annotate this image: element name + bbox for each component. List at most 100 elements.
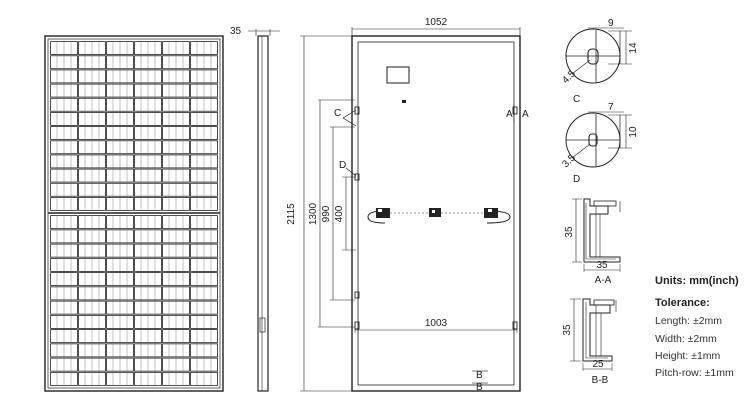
detail-c-slot-width: 9 — [608, 18, 614, 29]
solar-cell — [50, 314, 78, 329]
solar-cell — [78, 300, 106, 315]
solar-cell — [134, 97, 162, 112]
section-aa-width: 35 — [596, 260, 608, 271]
solar-cell — [78, 126, 106, 140]
solar-cell — [106, 343, 134, 358]
section-b-marker-top: B — [476, 370, 483, 381]
solar-cell — [106, 168, 134, 183]
side-junction-mark — [259, 317, 266, 333]
mount-outer-spacing-dim: 1300 — [308, 202, 319, 225]
solar-cell — [78, 69, 106, 84]
solar-cell — [190, 243, 218, 258]
solar-cell — [162, 197, 190, 211]
solar-cell — [162, 371, 190, 386]
solar-cell — [162, 41, 190, 55]
solar-cell — [134, 272, 162, 287]
solar-cell — [190, 140, 218, 155]
solar-cell — [106, 215, 134, 230]
tolerance-pitch-row: Pitch-row: ±1mm — [655, 367, 734, 379]
solar-cell — [162, 272, 190, 287]
solar-cell — [190, 197, 218, 211]
rear-view: 1052 2115 1300 990 400 1003 C D — [286, 17, 529, 393]
tolerance-height: Height: ±1mm — [655, 350, 721, 362]
solar-cell — [78, 55, 106, 70]
solar-cell — [50, 229, 78, 244]
solar-cell — [50, 140, 78, 155]
solar-cell — [162, 357, 190, 372]
solar-cell — [134, 112, 162, 126]
solar-cell — [50, 41, 78, 55]
section-bb-label: B-B — [592, 375, 609, 386]
solar-cell — [78, 314, 106, 329]
section-bb — [570, 298, 617, 371]
solar-cell — [106, 243, 134, 258]
solar-cell — [106, 314, 134, 329]
solar-cell — [50, 83, 78, 98]
solar-cell — [162, 112, 190, 126]
solar-cell — [78, 215, 106, 230]
solar-cell — [50, 112, 78, 126]
solar-cell — [190, 215, 218, 230]
solar-cell — [78, 83, 106, 98]
tolerance-width: Width: ±2mm — [655, 333, 717, 345]
solar-cell — [78, 97, 106, 112]
solar-cell — [190, 168, 218, 183]
solar-cell — [162, 343, 190, 358]
callout-d-label: D — [339, 160, 346, 171]
solar-cell — [162, 243, 190, 258]
mount-span-dim: 1003 — [425, 318, 448, 329]
solar-cell — [134, 300, 162, 315]
solar-cell — [134, 126, 162, 140]
solar-cell — [134, 371, 162, 386]
detail-c: 9 14 4.5 C — [560, 18, 639, 105]
section-bb-height: 35 — [562, 324, 573, 336]
section-a-marker-right: A — [522, 109, 529, 120]
solar-cell — [190, 154, 218, 169]
solar-cell — [134, 314, 162, 329]
solar-cell — [134, 243, 162, 258]
mount-inner-spacing-dim: 990 — [321, 205, 332, 222]
solar-cell — [78, 154, 106, 169]
solar-cell — [78, 257, 106, 272]
solar-cell — [190, 272, 218, 287]
solar-cell — [106, 83, 134, 98]
solar-cell — [190, 83, 218, 98]
side-view: 35 — [230, 26, 280, 392]
section-aa-label: A-A — [595, 275, 612, 286]
solar-cell — [162, 314, 190, 329]
solar-cell — [50, 357, 78, 372]
solar-cell — [50, 343, 78, 358]
solar-cell — [78, 272, 106, 287]
solar-cell — [78, 140, 106, 155]
solar-cell — [106, 197, 134, 211]
solar-cell — [50, 197, 78, 211]
solar-cell — [106, 357, 134, 372]
solar-cell — [190, 343, 218, 358]
junction-box-right — [484, 208, 498, 218]
solar-cell — [162, 329, 190, 344]
section-aa-height: 35 — [564, 226, 575, 238]
junction-box-left — [376, 208, 390, 218]
solar-cell — [190, 286, 218, 301]
solar-cell — [78, 357, 106, 372]
solar-cell — [50, 215, 78, 230]
detail-d-slot-length: 10 — [628, 126, 639, 138]
solar-cell — [162, 140, 190, 155]
solar-cell — [50, 154, 78, 169]
detail-d: 7 10 3.5 D — [560, 102, 639, 185]
section-aa — [572, 198, 621, 272]
solar-cell — [78, 168, 106, 183]
solar-cell — [134, 168, 162, 183]
junction-box-assembly — [367, 208, 511, 224]
solar-cell — [162, 286, 190, 301]
solar-cell — [78, 329, 106, 344]
section-bb-width: 25 — [592, 359, 604, 370]
solar-cell — [134, 343, 162, 358]
solar-cell — [50, 371, 78, 386]
solar-cell — [190, 55, 218, 70]
solar-cell — [134, 69, 162, 84]
solar-cell — [134, 215, 162, 230]
solar-cell — [50, 329, 78, 344]
units-label: Units: mm(inch) — [655, 275, 739, 287]
solar-cell — [162, 257, 190, 272]
